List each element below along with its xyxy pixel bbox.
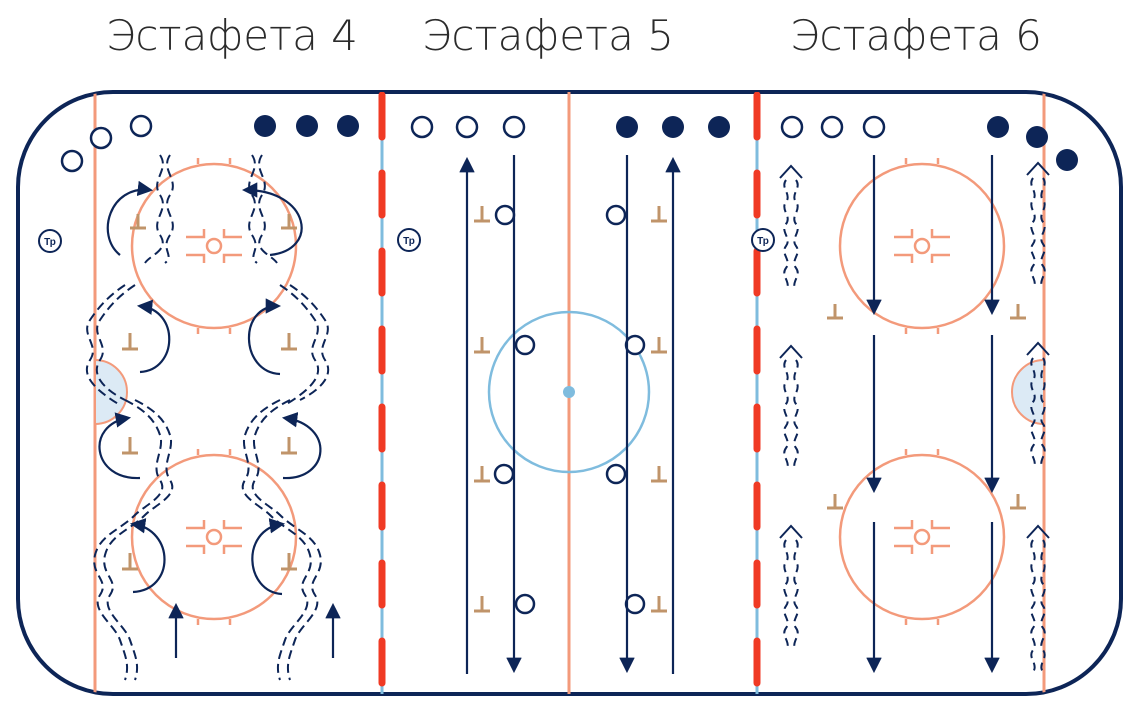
faceoff-circle-left-bottom — [130, 449, 298, 625]
cones-4 — [122, 214, 297, 571]
drill-title-5: Эстафета 5 — [422, 11, 674, 60]
skating-paths-4 — [85, 154, 330, 681]
cones-5 — [474, 206, 667, 613]
straight-arrows-5 — [459, 155, 681, 674]
players-filled-4 — [254, 115, 359, 137]
svg-text:Тр: Тр — [403, 236, 415, 247]
cones-6 — [827, 304, 1026, 510]
svg-text:Тр: Тр — [757, 236, 769, 247]
coach-marker-4: Тр — [38, 229, 62, 253]
straight-arrows-6 — [866, 155, 1000, 674]
center-dot — [563, 386, 575, 398]
players-open-4 — [60, 114, 153, 173]
drill-title-4: Эстафета 4 — [106, 11, 358, 60]
loop-arrows-4 — [98, 180, 341, 658]
players-filled-5 — [616, 116, 730, 138]
players-filled-6 — [987, 116, 1078, 171]
svg-text:Тр: Тр — [44, 237, 56, 248]
faceoff-circle-right-top — [838, 158, 1006, 334]
chevron-paths-6 — [779, 161, 1050, 539]
coach-marker-5: Тр — [397, 228, 421, 252]
center-circle — [487, 310, 651, 474]
drill-title-6: Эстафета 6 — [790, 11, 1042, 60]
players-open-6 — [780, 115, 886, 139]
coach-marker-6: Тр — [751, 228, 775, 252]
faceoff-circle-right-bottom — [838, 449, 1006, 625]
faceoff-circle-left-top — [130, 158, 298, 334]
wavy-paths-6 — [783, 177, 1046, 673]
